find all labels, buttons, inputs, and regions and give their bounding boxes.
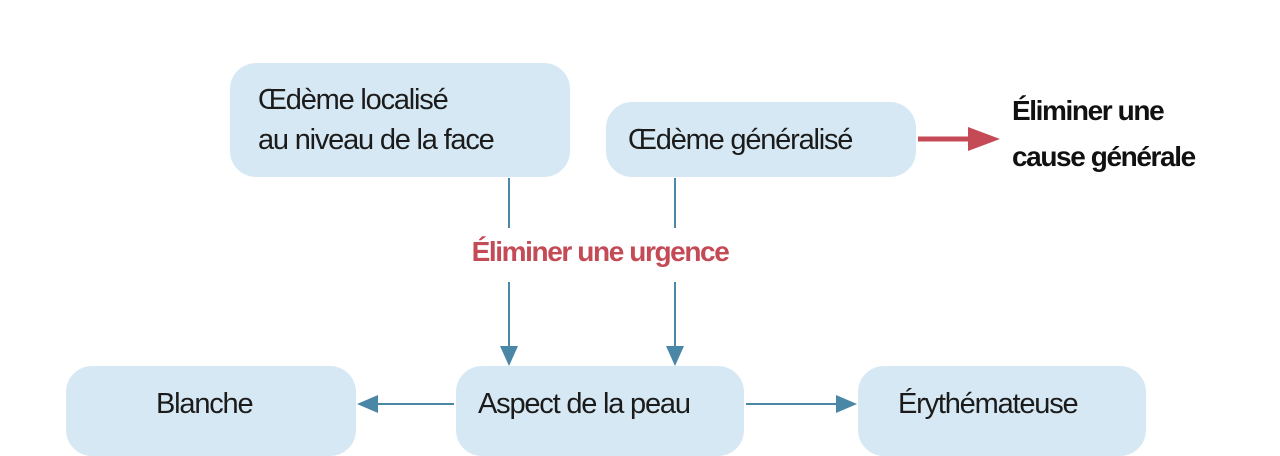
arrowhead-blanche (357, 395, 378, 413)
arrowhead-erythemateuse (836, 395, 857, 413)
node-oedeme-localise-face: Œdème localisé au niveau de la face (230, 63, 570, 177)
arrowhead-cause-generale (968, 127, 1000, 151)
node-aspect-peau-label: Aspect de la peau (478, 388, 691, 420)
node-oedeme-generalise: Œdème généralisé (606, 102, 916, 177)
node-oedeme-localise-face-line2: au niveau de la face (258, 124, 495, 156)
connectors (357, 127, 1000, 413)
node-eliminer-cause-generale: Éliminer une cause générale (1012, 88, 1196, 180)
node-oedeme-localise-face-line1: Œdème localisé (258, 84, 449, 116)
node-eliminer-cause-line2: cause générale (1012, 141, 1196, 172)
node-eliminer-cause-line1: Éliminer une (1012, 95, 1165, 126)
arrowhead-face-to-aspect (500, 346, 518, 366)
node-erythemateuse-label: Érythémateuse (898, 388, 1079, 420)
node-blanche-label: Blanche (156, 388, 254, 420)
arrowhead-generalise-to-aspect (666, 346, 684, 366)
label-eliminer-urgence: Éliminer une urgence (471, 236, 730, 267)
node-oedeme-generalise-label: Œdème généralisé (628, 123, 853, 156)
